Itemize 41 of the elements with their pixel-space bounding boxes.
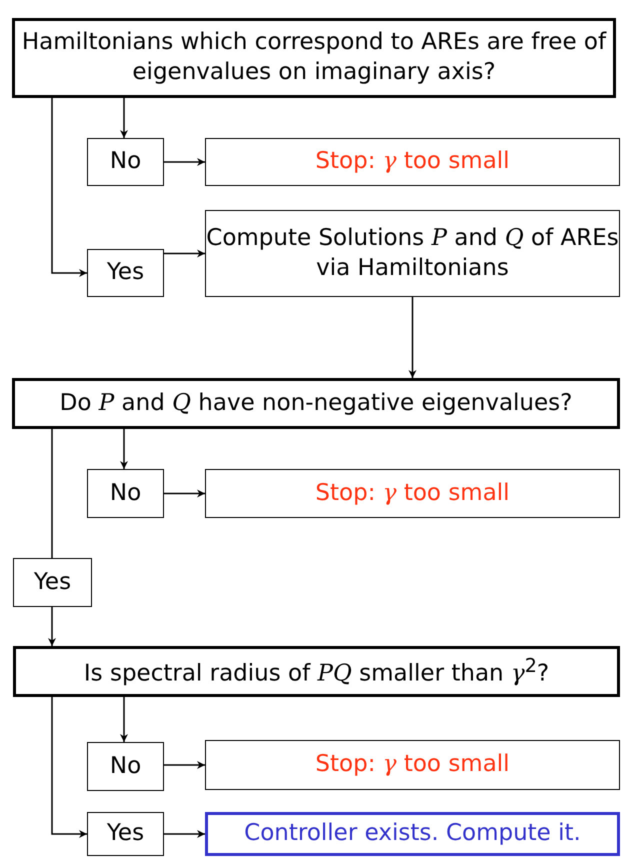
box-label: Yes xyxy=(106,819,144,848)
arrow xyxy=(164,250,205,258)
box-label: No xyxy=(110,752,142,781)
box-label: Compute Solutions P and Q of AREs via Hamiltonians xyxy=(206,224,619,282)
box-label: Hamiltonians which correspond to AREs are free of eigenvalues on imaginary axis? xyxy=(20,28,608,87)
arrow xyxy=(120,98,128,138)
box-label: Stop: γ too small xyxy=(315,147,510,176)
arrow xyxy=(51,697,87,838)
decision-box xyxy=(12,378,620,429)
arrow xyxy=(120,429,128,469)
box-label: Is spectral radius of PQ smaller than γ$^{2}$? xyxy=(84,654,550,688)
arrow xyxy=(408,297,416,378)
box-label: Stop: γ too small xyxy=(315,478,510,508)
terminal-box xyxy=(205,138,620,186)
process-box xyxy=(13,558,92,607)
arrow xyxy=(164,490,205,498)
decision-box xyxy=(12,18,616,98)
process-box xyxy=(87,249,164,297)
arrow xyxy=(164,761,205,769)
box-label: Yes xyxy=(106,258,144,288)
box-label: No xyxy=(110,147,142,176)
arrow xyxy=(164,830,205,838)
terminal-box xyxy=(205,812,620,856)
arrow xyxy=(48,607,56,646)
box-label: Do P and Q have non-negative eigenvalues? xyxy=(60,388,572,418)
terminal-box xyxy=(205,469,620,518)
process-box xyxy=(87,812,164,856)
box-label: Stop: γ too small xyxy=(315,750,510,780)
arrow xyxy=(51,98,87,277)
arrow xyxy=(164,158,205,166)
process-box xyxy=(87,469,164,518)
connector-line xyxy=(51,429,53,558)
decision-box xyxy=(13,646,620,697)
box-label: Yes xyxy=(34,568,72,597)
arrow xyxy=(120,697,128,742)
process-box xyxy=(205,210,620,297)
process-box xyxy=(87,742,164,791)
process-box xyxy=(87,138,164,186)
box-label: Controller exists. Compute it. xyxy=(244,819,581,848)
terminal-box xyxy=(205,740,620,790)
box-label: No xyxy=(110,478,142,508)
